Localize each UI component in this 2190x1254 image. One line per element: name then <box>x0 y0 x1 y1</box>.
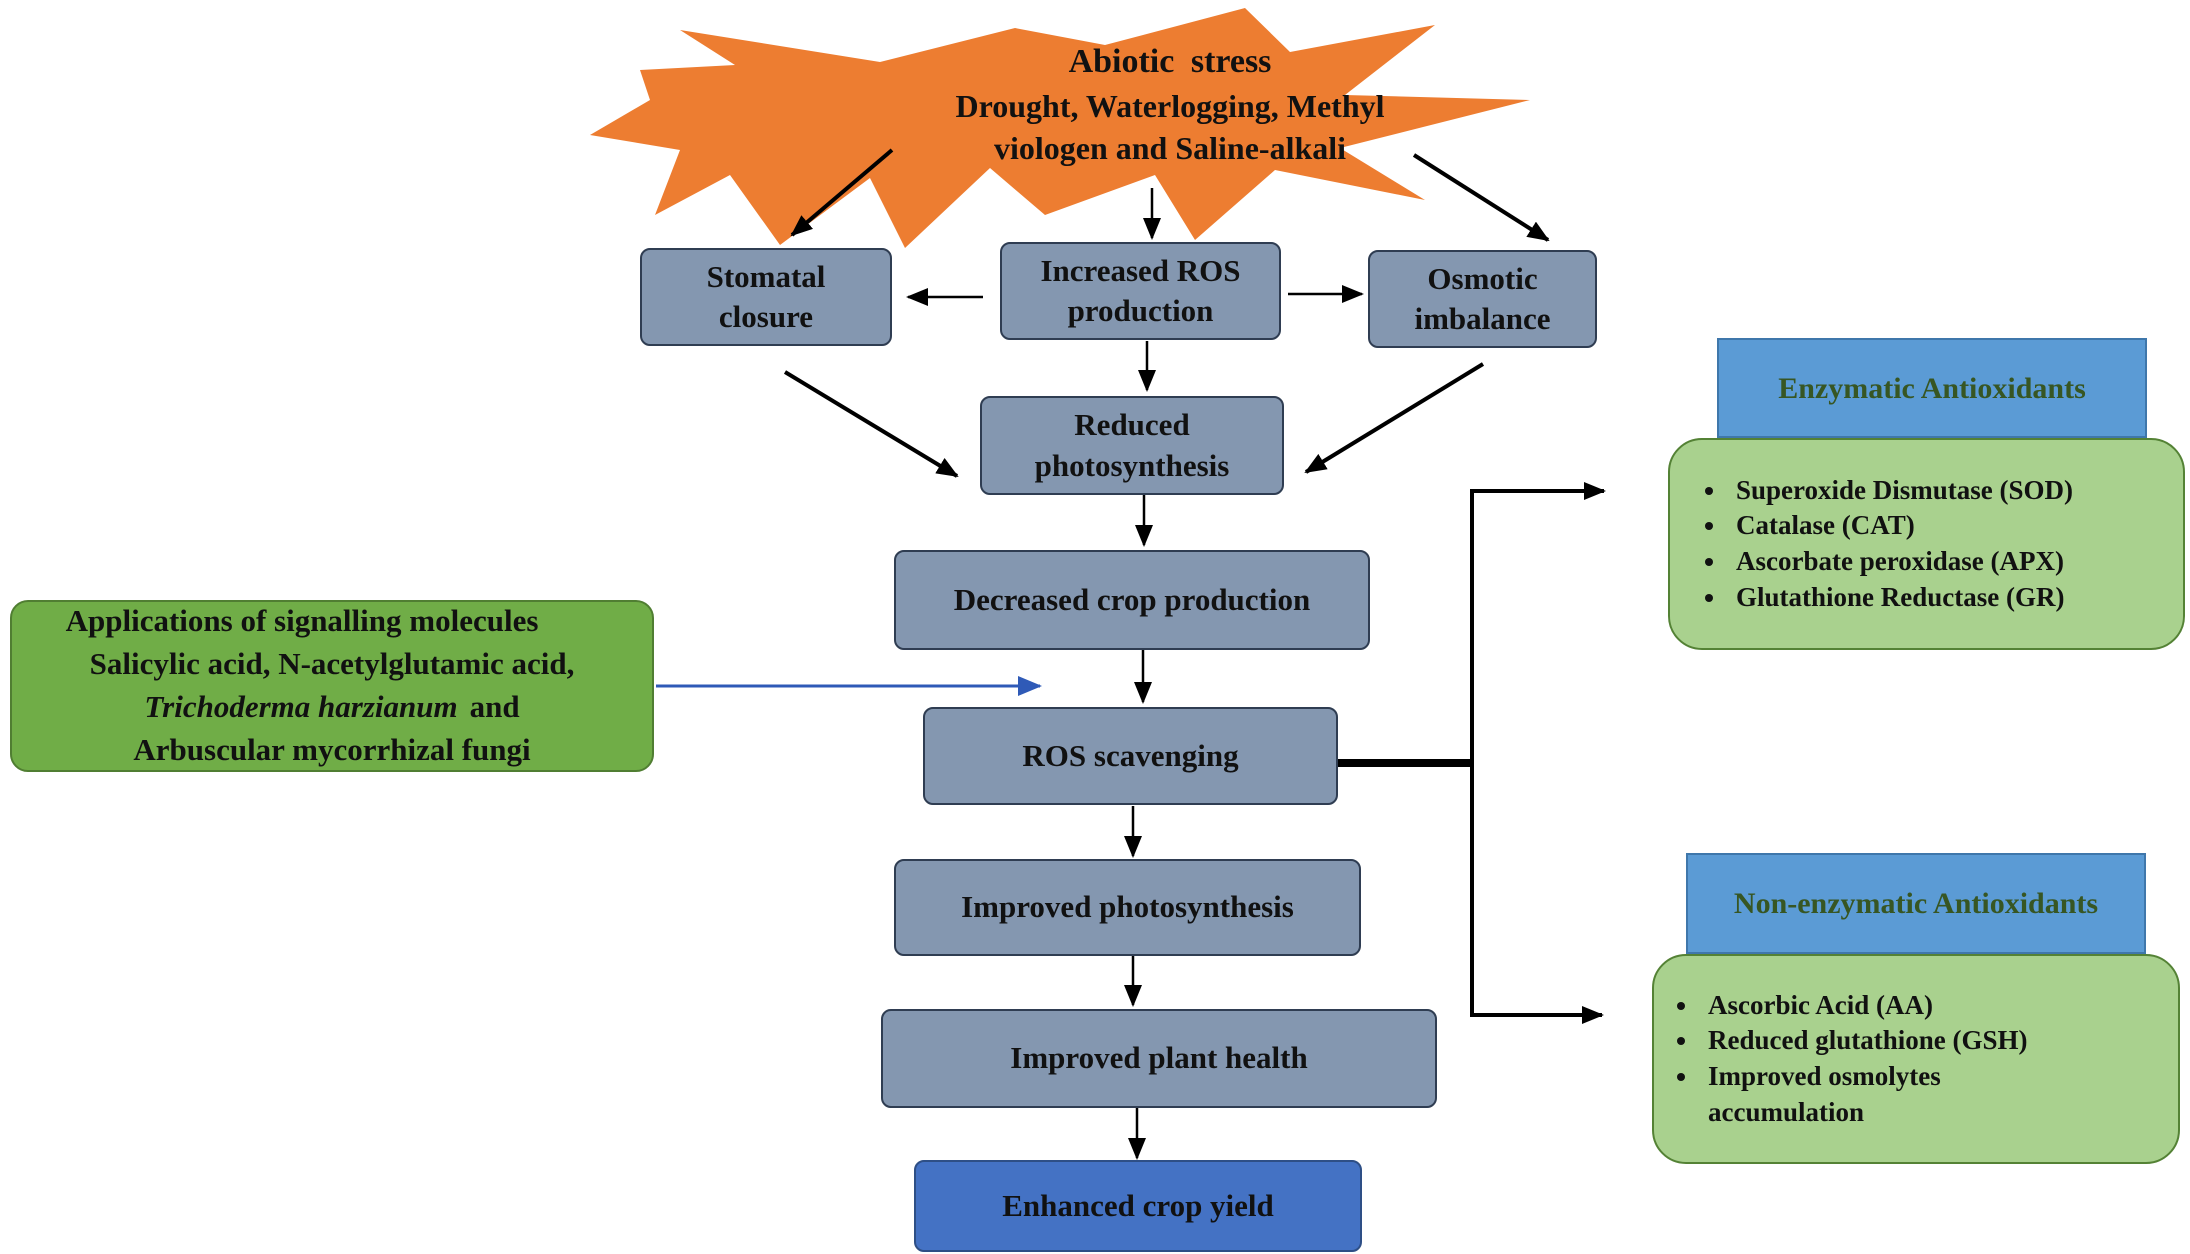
arrow-burst-to-stomatal <box>790 148 894 237</box>
arrow-osmotic-to-reduced <box>1304 362 1485 474</box>
osmotic-imbalance-box: Osmotic imbalance <box>1368 250 1597 348</box>
improved-photosynthesis-box: Improved photosynthesis <box>894 859 1361 956</box>
osmotic-imbalance-line2: imbalance <box>1414 301 1551 336</box>
increased-ros-line1: Increased ROS <box>1040 252 1241 288</box>
enzymatic-header-box: Enzymatic Antioxidants <box>1717 338 2147 438</box>
enzymatic-list: Superoxide Dismutase (SOD) Catalase (CAT… <box>1670 473 2073 616</box>
signalling-trichoderma: Trichoderma harzianum <box>144 689 458 724</box>
increased-ros-box: Increased ROS production <box>1000 242 1281 340</box>
enhanced-crop-yield-label: Enhanced crop yield <box>1002 1187 1274 1223</box>
enzymatic-item-sod: Superoxide Dismutase (SOD) <box>1728 473 2073 509</box>
enzymatic-item-gr: Glutathione Reductase (GR) <box>1728 580 2073 616</box>
reduced-photosynthesis-line2: photosynthesis <box>1034 447 1230 483</box>
arrow-stomatal-to-reduced <box>783 370 959 478</box>
arrow-burst-to-osmotic <box>1412 153 1550 242</box>
enzymatic-list-box: Superoxide Dismutase (SOD) Catalase (CAT… <box>1668 438 2185 650</box>
signalling-line3: Trichoderma harzianum and <box>144 686 519 729</box>
nonenzymatic-item-osmolytes: Improved osmolytes accumulation <box>1700 1059 2060 1130</box>
decreased-crop-production-box: Decreased crop production <box>894 550 1370 650</box>
signalling-line4: Arbuscular mycorrhizal fungi <box>133 731 531 767</box>
stomatal-closure-line2: closure <box>718 299 814 334</box>
nonenzymatic-list: Ascorbic Acid (AA) Reduced glutathione (… <box>1654 988 2060 1131</box>
nonenzymatic-item-aa: Ascorbic Acid (AA) <box>1700 988 2060 1024</box>
nonenzymatic-header-label: Non-enzymatic Antioxidants <box>1733 887 2099 920</box>
enhanced-crop-yield-box: Enhanced crop yield <box>914 1160 1362 1252</box>
reduced-photosynthesis-box: Reduced photosynthesis <box>980 396 1284 495</box>
signalling-title: Applications of signalling molecules <box>65 603 539 639</box>
nonenzymatic-list-box: Ascorbic Acid (AA) Reduced glutathione (… <box>1652 954 2180 1164</box>
increased-ros-line2: production <box>1067 293 1214 328</box>
signalling-and: and <box>469 689 520 724</box>
improved-photosynthesis-label: Improved photosynthesis <box>961 889 1294 925</box>
improved-plant-health-box: Improved plant health <box>881 1009 1437 1108</box>
abiotic-stress-line1: Drought, Waterlogging, Methyl <box>955 87 1385 124</box>
stomatal-closure-box: Stomatal closure <box>640 248 892 346</box>
ros-scavenging-box: ROS scavenging <box>923 707 1338 805</box>
abiotic-stress-title: Abiotic stress <box>1068 43 1272 80</box>
improved-plant-health-label: Improved plant health <box>1010 1040 1308 1076</box>
abiotic-stress-line2: viologen and Saline-alkali <box>993 130 1347 167</box>
enzymatic-item-cat: Catalase (CAT) <box>1728 508 2073 544</box>
ros-scavenging-label: ROS scavenging <box>1022 737 1239 773</box>
nonenzymatic-header-box: Non-enzymatic Antioxidants <box>1686 853 2146 954</box>
nonenzymatic-item-gsh: Reduced glutathione (GSH) <box>1700 1023 2060 1059</box>
enzymatic-item-apx: Ascorbate peroxidase (APX) <box>1728 544 2073 580</box>
reduced-photosynthesis-line1: Reduced <box>1074 407 1190 443</box>
osmotic-imbalance-line1: Osmotic <box>1427 260 1538 296</box>
enzymatic-header-label: Enzymatic Antioxidants <box>1778 371 2086 405</box>
signalling-molecules-box: Applications of signalling molecules Sal… <box>10 600 654 772</box>
abiotic-stress-label: Abiotic stress Drought, Waterlogging, Me… <box>870 40 1470 169</box>
abiotic-stress-burst <box>590 8 1530 248</box>
signalling-line2: Salicylic acid, N-acetylglutamic acid, <box>89 646 575 682</box>
stomatal-closure-line1: Stomatal <box>706 258 826 294</box>
decreased-crop-production-label: Decreased crop production <box>953 581 1311 617</box>
